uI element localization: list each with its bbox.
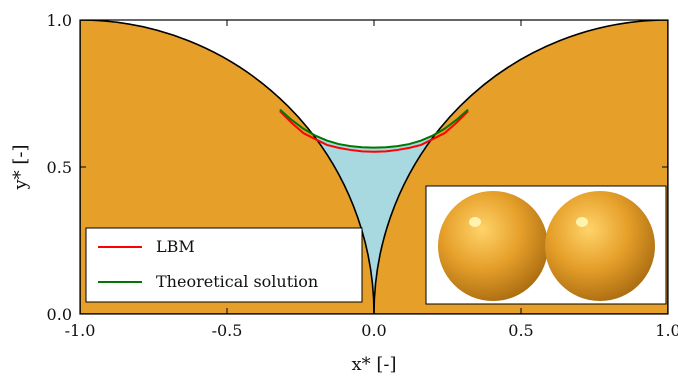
legend-label-theoretical: Theoretical solution xyxy=(156,272,318,291)
x-axis-label: x* [-] xyxy=(352,354,397,375)
inset-left-highlight xyxy=(469,217,481,227)
x-tick-label: -0.5 xyxy=(212,321,243,340)
series-line-theoretical xyxy=(279,108,469,149)
series-group xyxy=(279,108,469,153)
x-tick-label: 0.5 xyxy=(508,321,533,340)
inset-image xyxy=(425,185,667,305)
inset-right-sphere xyxy=(545,191,655,301)
tick-group: -1.0 -0.5 0.0 0.5 1.0 0.0 0.5 1.0 xyxy=(47,11,678,340)
y-tick-label: 1.0 xyxy=(47,11,72,30)
legend: LBM Theoretical solution xyxy=(85,227,363,303)
inset-left-sphere xyxy=(438,191,548,301)
x-tick-label: 1.0 xyxy=(655,321,678,340)
y-tick-label: 0.0 xyxy=(47,305,72,324)
x-tick-label: -1.0 xyxy=(65,321,96,340)
legend-label-lbm: LBM xyxy=(156,237,195,256)
series-line-lbm xyxy=(279,110,469,153)
y-tick-label: 0.5 xyxy=(47,158,72,177)
y-axis-label: y* [-] xyxy=(10,144,31,190)
inset-right-highlight xyxy=(576,217,588,227)
legend-box xyxy=(85,227,363,303)
x-tick-label: 0.0 xyxy=(361,321,386,340)
